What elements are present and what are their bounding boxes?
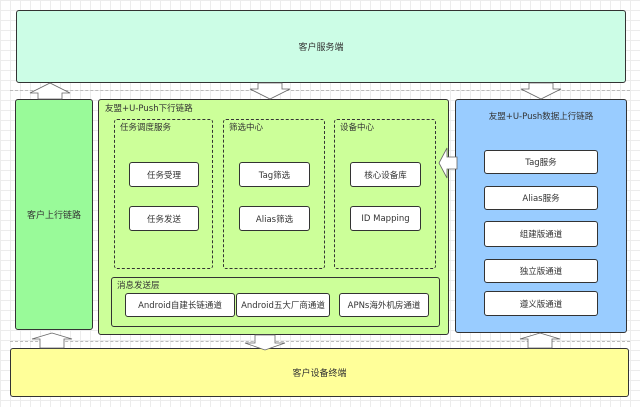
data-uplink-box: 友盟+U-Push数据上行链路 Tag服务 Alias服务 组建版通道 独立版通… (455, 99, 627, 333)
node-standalone-channel: 独立版通道 (484, 259, 598, 283)
group-filter-center: 筛选中心 Tag筛选 Alias筛选 (223, 119, 325, 269)
group-title: 筛选中心 (229, 123, 264, 133)
downlink-box: 友盟+U-Push下行链路 任务调度服务 任务受理 任务发送 筛选中心 Tag筛… (98, 99, 449, 335)
node-label: APNs海外机房通道 (347, 301, 421, 311)
separator-top (10, 90, 630, 91)
node-label: Android五大厂商通道 (241, 301, 325, 311)
arrow-down-icon (244, 334, 286, 351)
node-id-mapping: ID Mapping (350, 206, 421, 231)
separator-bottom (10, 341, 630, 342)
node-label: ID Mapping (361, 213, 410, 224)
node-component-channel: 组建版通道 (484, 221, 598, 247)
node-tag-service: Tag服务 (484, 150, 598, 174)
arrow-left-icon (438, 147, 458, 179)
node-tag-filter: Tag筛选 (239, 162, 310, 187)
node-label: 任务受理 (146, 170, 181, 181)
node-alias-filter: Alias筛选 (239, 206, 310, 231)
client-uplink-box: 客户上行链路 (15, 99, 93, 330)
node-label: 组建版通道 (519, 230, 563, 240)
node-label: Alias筛选 (255, 214, 294, 225)
node-alias-service: Alias服务 (484, 186, 598, 210)
group-title: 设备中心 (340, 123, 375, 133)
group-title: 任务调度服务 (120, 123, 172, 133)
node-android-vendor-channel: Android五大厂商通道 (236, 293, 330, 317)
customer-server-box: 客户服务端 (16, 10, 626, 83)
node-android-self-channel: Android自建长链通道 (125, 293, 235, 317)
data-uplink-title: 友盟+U-Push数据上行链路 (488, 112, 594, 122)
node-label: 遵义版通道 (519, 299, 563, 310)
customer-device-label: 客户设备终端 (292, 369, 347, 379)
message-layer-title: 消息发送层 (117, 281, 160, 291)
arrow-up-icon (519, 332, 561, 349)
customer-device-box: 客户设备终端 (10, 348, 629, 397)
node-label: 独立版通道 (519, 267, 563, 277)
arrow-down-icon (249, 82, 291, 100)
node-label: 核心设备库 (364, 170, 407, 181)
group-device-center: 设备中心 核心设备库 ID Mapping (334, 119, 436, 269)
node-label: Android自建长链通道 (138, 301, 222, 311)
arrow-up-icon (31, 332, 73, 349)
node-zunyi-channel: 遵义版通道 (484, 291, 598, 316)
node-task-accept: 任务受理 (129, 162, 199, 187)
node-label: 任务发送 (146, 214, 181, 225)
node-label: Tag筛选 (258, 170, 291, 181)
arrow-down-icon (520, 82, 562, 100)
node-task-send: 任务发送 (129, 206, 199, 231)
node-label: Tag服务 (525, 158, 557, 168)
node-apns-channel: APNs海外机房通道 (339, 293, 429, 317)
downlink-title: 友盟+U-Push下行链路 (105, 104, 193, 114)
arrow-up-icon (29, 82, 71, 100)
node-core-device-db: 核心设备库 (350, 162, 421, 187)
node-label: Alias服务 (522, 194, 560, 204)
message-send-layer: 消息发送层 Android自建长链通道 Android五大厂商通道 APNs海外… (111, 277, 440, 327)
client-uplink-label: 客户上行链路 (26, 211, 81, 221)
customer-server-label: 客户服务端 (298, 43, 344, 53)
group-task-scheduling: 任务调度服务 任务受理 任务发送 (114, 119, 213, 269)
